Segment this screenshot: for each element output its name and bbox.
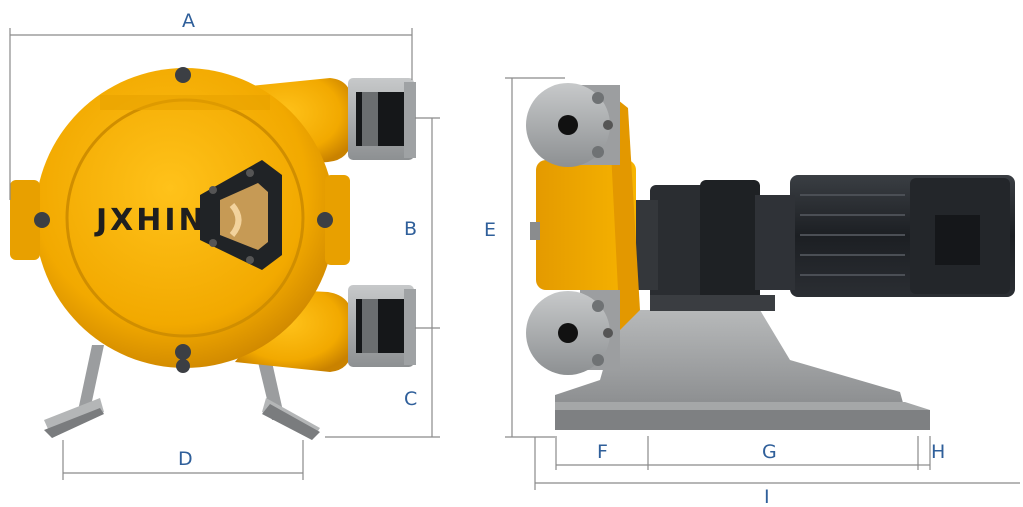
- right-leg: [258, 362, 320, 440]
- bolt-top: [175, 67, 191, 83]
- left-leg: [44, 345, 104, 438]
- bolt-bottom: [175, 344, 191, 360]
- bolt-right: [317, 212, 333, 228]
- dim-label-e: E: [484, 219, 496, 241]
- base-frame: [555, 310, 930, 430]
- dim-label-d: D: [178, 448, 193, 470]
- dimension-lines: [9, 28, 1020, 490]
- dim-label-b: B: [404, 218, 417, 240]
- brand-logo: JXHIN: [94, 203, 207, 238]
- pump-housing: [35, 68, 335, 368]
- dim-label-c: C: [404, 388, 417, 410]
- dim-label-h: H: [931, 441, 945, 463]
- upper-port-fitting: [348, 78, 416, 160]
- gearbox: [630, 180, 795, 311]
- upper-side-fitting: [526, 83, 620, 167]
- dim-label-g: G: [762, 441, 777, 463]
- motor: [790, 175, 1015, 297]
- front-view: JXHIN: [10, 67, 416, 440]
- dim-label-f: F: [597, 441, 608, 463]
- lower-port-fitting: [348, 285, 416, 367]
- inspection-window: [200, 160, 282, 270]
- side-view: [526, 83, 1015, 430]
- dim-label-i: I: [764, 486, 770, 507]
- dim-label-a: A: [182, 10, 195, 32]
- lower-port-housing: [235, 290, 352, 372]
- dimension-labels: A B C D E F G H I: [178, 10, 945, 507]
- bolt-bottom-2: [176, 359, 190, 373]
- lower-side-fitting: [526, 290, 620, 375]
- bolt-left: [34, 212, 50, 228]
